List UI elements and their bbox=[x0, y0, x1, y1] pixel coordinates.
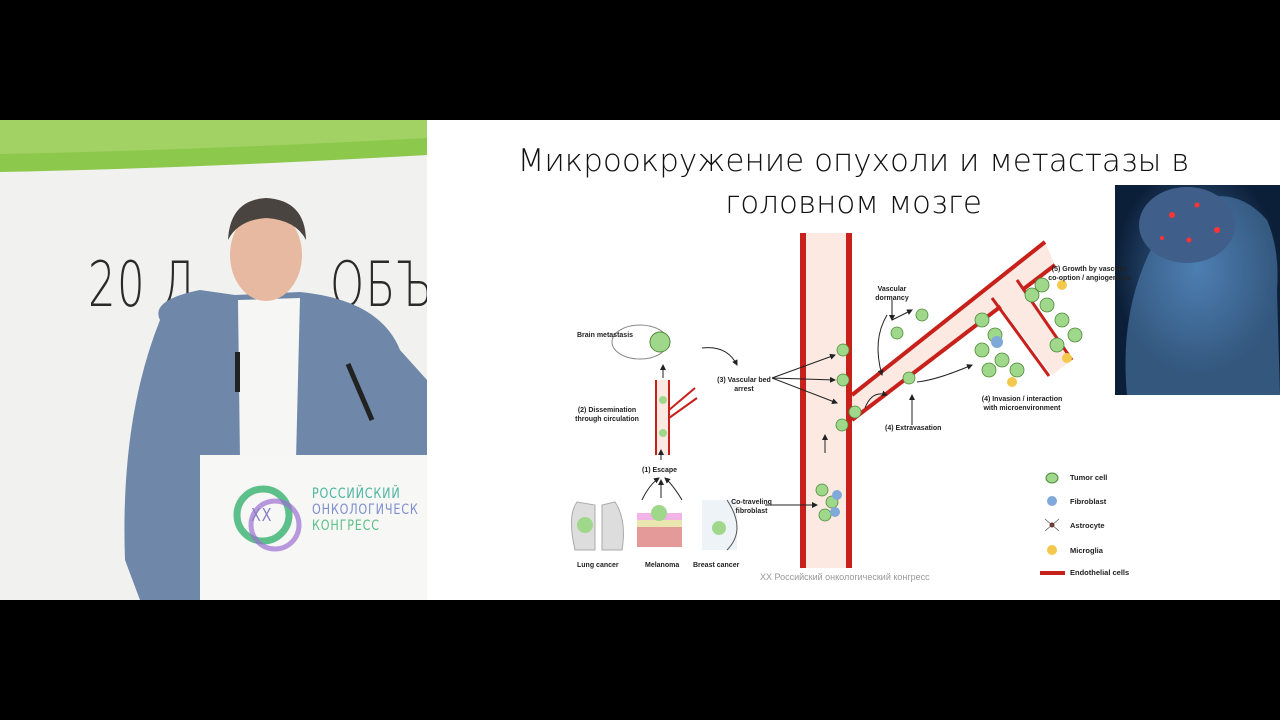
speaker bbox=[124, 198, 427, 600]
metastasis-diagram bbox=[571, 185, 1280, 575]
small-vessel bbox=[655, 380, 698, 455]
fibroblast-icon bbox=[1047, 496, 1057, 506]
logo-line-3: КОНГРЕСС bbox=[312, 518, 380, 534]
podium-logo-text: РОССИЙСКИЙ ОНКОЛОГИЧЕСК КОНГРЕСС bbox=[312, 486, 427, 534]
legend-endothelial-cells: Endothelial cells bbox=[1070, 568, 1130, 577]
label-vascular-dormancy: Vascular dormancy bbox=[875, 286, 909, 302]
label-invasion: (4) Invasion / interaction with microenv… bbox=[981, 396, 1063, 412]
legend: Tumor cell Fibroblast Astrocyte Microgli… bbox=[1070, 473, 1129, 577]
speaker-video-frame: 20 Л ОБЪЕ XX РОССИЙСКИЙ ОНКОЛОГИЧЕСК КОН… bbox=[0, 120, 427, 600]
label-dissemination: (2) Dissemination through circulation bbox=[575, 407, 639, 423]
tumor-cell-icon bbox=[1045, 472, 1059, 484]
label-melanoma: Melanoma bbox=[645, 562, 680, 569]
label-co-traveling-fibroblast: Co-traveling fibroblast bbox=[731, 499, 772, 515]
label-breast-cancer: Breast cancer bbox=[693, 562, 740, 569]
lung-icon bbox=[571, 501, 624, 551]
label-brain-metastasis: Brain metastasis bbox=[577, 332, 634, 339]
congress-logo-icon bbox=[233, 485, 293, 545]
title-line-1: Микроокружение опухоли и метастазы в bbox=[517, 143, 1190, 179]
legend-tumor-cell: Tumor cell bbox=[1070, 473, 1108, 482]
legend-astrocyte: Astrocyte bbox=[1070, 521, 1105, 530]
title-line-2: головном мозге bbox=[724, 185, 983, 221]
speaker-scene bbox=[0, 120, 427, 172]
human-head-brain-illustration bbox=[1115, 185, 1280, 395]
label-extravasation: (4) Extravasation bbox=[885, 425, 942, 432]
label-vascular-bed-arrest: (3) Vascular bed arrest bbox=[717, 377, 771, 393]
legend-microglia: Microglia bbox=[1070, 546, 1103, 555]
process-arrows bbox=[641, 300, 973, 508]
label-escape: (1) Escape bbox=[642, 467, 678, 474]
brain-icon bbox=[611, 324, 671, 360]
tumor-cluster bbox=[815, 277, 1083, 522]
label-growth: (5) Growth by vascular co-option / angio… bbox=[1048, 266, 1131, 282]
legend-icons bbox=[1040, 472, 1065, 575]
microglia-icon bbox=[1047, 545, 1057, 555]
legend-fibroblast: Fibroblast bbox=[1070, 497, 1107, 506]
branch-vessel bbox=[850, 240, 1074, 422]
slide-title: Микроокружение опухоли и метастазы в гол… bbox=[427, 140, 1280, 224]
melanoma-skin-icon bbox=[637, 505, 682, 547]
logo-line-2: ОНКОЛОГИЧЕСК bbox=[312, 502, 419, 518]
presentation-slide: Микроокружение опухоли и метастазы в гол… bbox=[427, 120, 1280, 600]
logo-mark: XX bbox=[251, 505, 273, 526]
breast-icon bbox=[702, 499, 738, 551]
label-lung-cancer: Lung cancer bbox=[577, 562, 619, 569]
endothelial-icon bbox=[1040, 571, 1065, 575]
logo-line-1: РОССИЙСКИЙ bbox=[312, 486, 401, 502]
slide-footer: XX Российский онкологический конгресс bbox=[760, 572, 930, 582]
